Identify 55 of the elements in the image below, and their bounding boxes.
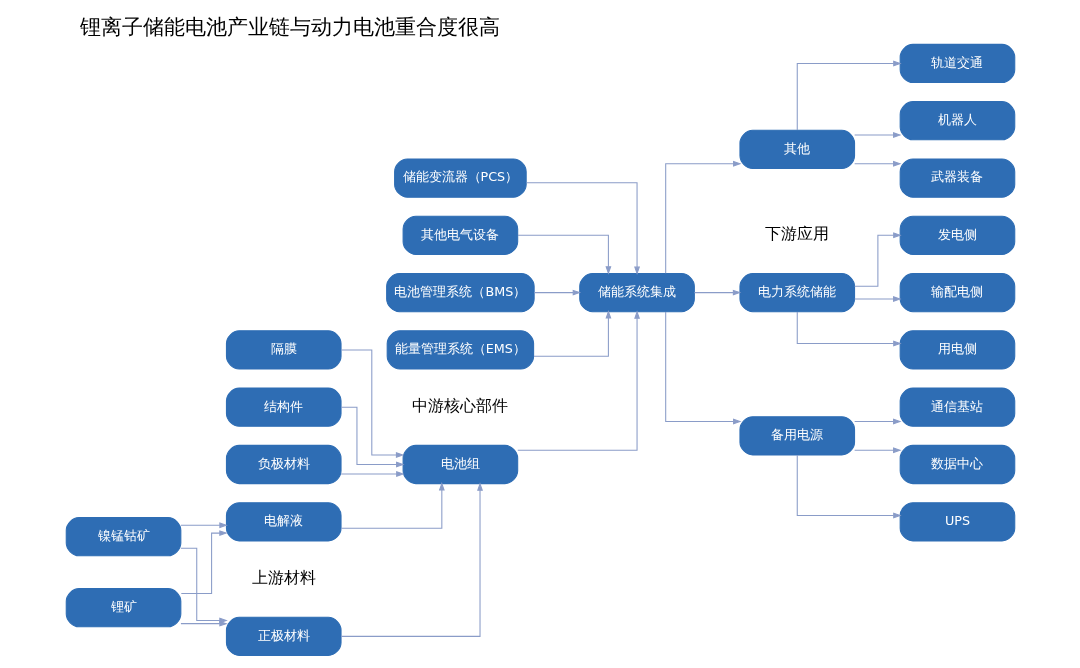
node-box: 轨道交通 bbox=[899, 43, 1015, 84]
node-box: 其他 bbox=[738, 129, 855, 169]
arrow bbox=[796, 311, 902, 347]
arrow bbox=[664, 160, 742, 274]
node-box: 镍锰钴矿 bbox=[65, 517, 181, 557]
node-box: 数据中心 bbox=[899, 444, 1015, 485]
node-box: UPS bbox=[899, 502, 1015, 542]
node-box: 储能系统集成 bbox=[578, 273, 695, 313]
arrow bbox=[533, 289, 581, 296]
node-box: 电力系统储能 bbox=[738, 273, 855, 313]
node-box: 结构件 bbox=[225, 387, 342, 427]
arrow bbox=[179, 547, 228, 624]
arrow bbox=[853, 232, 902, 287]
node-box: 锂矿 bbox=[65, 588, 181, 628]
arrow bbox=[340, 349, 404, 458]
arrow bbox=[853, 132, 902, 139]
arrow bbox=[516, 310, 640, 451]
node-box: 发电侧 bbox=[899, 215, 1015, 255]
node-box: 输配电侧 bbox=[899, 273, 1015, 313]
arrow bbox=[853, 418, 902, 425]
node-box: 电池组 bbox=[402, 444, 518, 485]
node-box: 用电侧 bbox=[899, 330, 1015, 370]
node-box: 其他电气设备 bbox=[402, 215, 518, 255]
arrow bbox=[179, 620, 228, 627]
arrow bbox=[340, 406, 405, 468]
arrow bbox=[525, 182, 640, 276]
arrow bbox=[179, 522, 228, 529]
node-box: 备用电源 bbox=[738, 416, 855, 456]
arrow bbox=[853, 160, 902, 167]
node-box: 储能变流器（PCS） bbox=[393, 158, 527, 198]
arrow bbox=[340, 482, 445, 529]
arrow bbox=[340, 482, 483, 637]
arrow bbox=[664, 311, 742, 425]
arrow bbox=[340, 471, 405, 478]
arrow bbox=[796, 60, 902, 131]
arrow bbox=[796, 454, 902, 519]
label: 下游应用 bbox=[764, 224, 829, 244]
arrow bbox=[180, 530, 228, 594]
node-box: 机器人 bbox=[899, 101, 1015, 141]
node-box: 武器装备 bbox=[899, 158, 1015, 198]
node-box: 正极材料 bbox=[225, 616, 342, 656]
node-box: 隔膜 bbox=[225, 330, 342, 370]
node-box: 电解液 bbox=[225, 502, 342, 542]
node-box: 电池管理系统（BMS） bbox=[385, 273, 535, 313]
node-box: 能量管理系统（EMS） bbox=[386, 330, 534, 370]
node-box: 负极材料 bbox=[225, 444, 342, 485]
label: 中游核心部件 bbox=[411, 395, 508, 415]
diagram-title: 锂离子储能电池产业链与动力电池重合度很高 bbox=[79, 13, 500, 39]
arrow bbox=[517, 234, 611, 275]
arrow bbox=[532, 310, 611, 357]
label: 上游材料 bbox=[251, 567, 316, 587]
node-box: 通信基站 bbox=[899, 387, 1015, 427]
arrow bbox=[853, 296, 902, 302]
arrow bbox=[853, 447, 902, 454]
arrow bbox=[693, 289, 741, 296]
